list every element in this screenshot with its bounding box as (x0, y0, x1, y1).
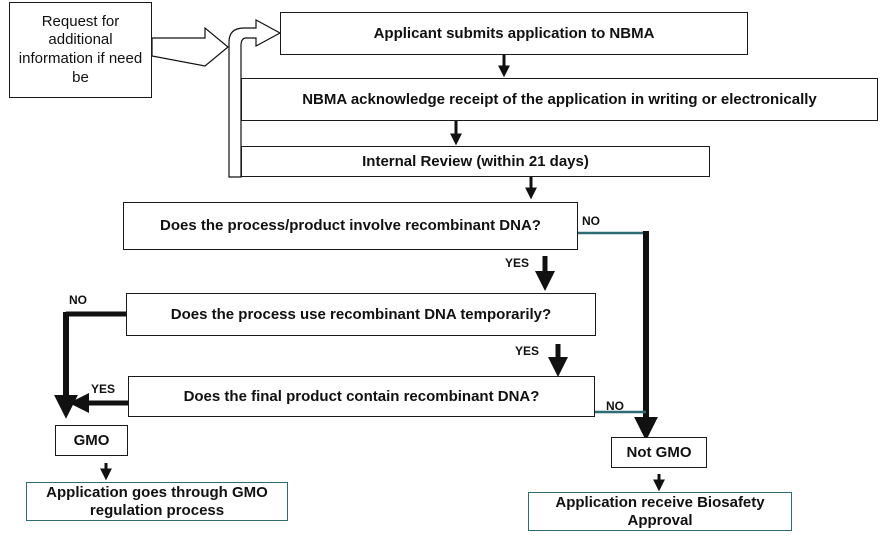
question-temporary-text: Does the process use recombinant DNA tem… (170, 305, 552, 323)
question-final-box: Does the final product contain recombina… (128, 376, 595, 417)
gmo-text: GMO (73, 431, 110, 449)
label-q1-yes: YES (505, 256, 530, 270)
request-info-text: Request for additional information if ne… (18, 12, 143, 86)
gmo-box: GMO (55, 425, 128, 456)
request-info-box: Request for additional information if ne… (9, 2, 152, 98)
not-gmo-outcome-box: Application receive Biosafety Approval (528, 492, 792, 531)
label-q2-no: NO (69, 293, 87, 307)
submit-text: Applicant submits application to NBMA (373, 24, 655, 42)
label-q2-yes: YES (515, 344, 540, 358)
gmo-outcome-text: Application goes through GMO regulation … (46, 483, 268, 519)
not-gmo-text: Not GMO (626, 443, 692, 461)
label-q3-no: NO (606, 399, 624, 413)
acknowledge-text: NBMA acknowledge receipt of the applicat… (302, 90, 817, 108)
question-temporary-box: Does the process use recombinant DNA tem… (126, 293, 596, 336)
not-gmo-outcome-text: Application receive Biosafety Approval (555, 493, 765, 529)
question-final-text: Does the final product contain recombina… (183, 387, 540, 405)
question-recombinant-text: Does the process/product involve recombi… (160, 217, 541, 234)
acknowledge-box: NBMA acknowledge receipt of the applicat… (241, 78, 878, 121)
not-gmo-box: Not GMO (611, 437, 707, 468)
request-block-arrow (151, 26, 229, 67)
internal-review-box: Internal Review (within 21 days) (241, 146, 710, 177)
submit-box: Applicant submits application to NBMA (280, 12, 748, 55)
feedback-loop-arrow (228, 18, 282, 178)
label-q3-yes: YES (91, 382, 116, 396)
internal-review-text: Internal Review (within 21 days) (362, 152, 589, 170)
label-q1-no: NO (582, 214, 600, 228)
gmo-outcome-box: Application goes through GMO regulation … (26, 482, 288, 521)
question-recombinant-box: Does the process/product involve recombi… (123, 202, 578, 250)
